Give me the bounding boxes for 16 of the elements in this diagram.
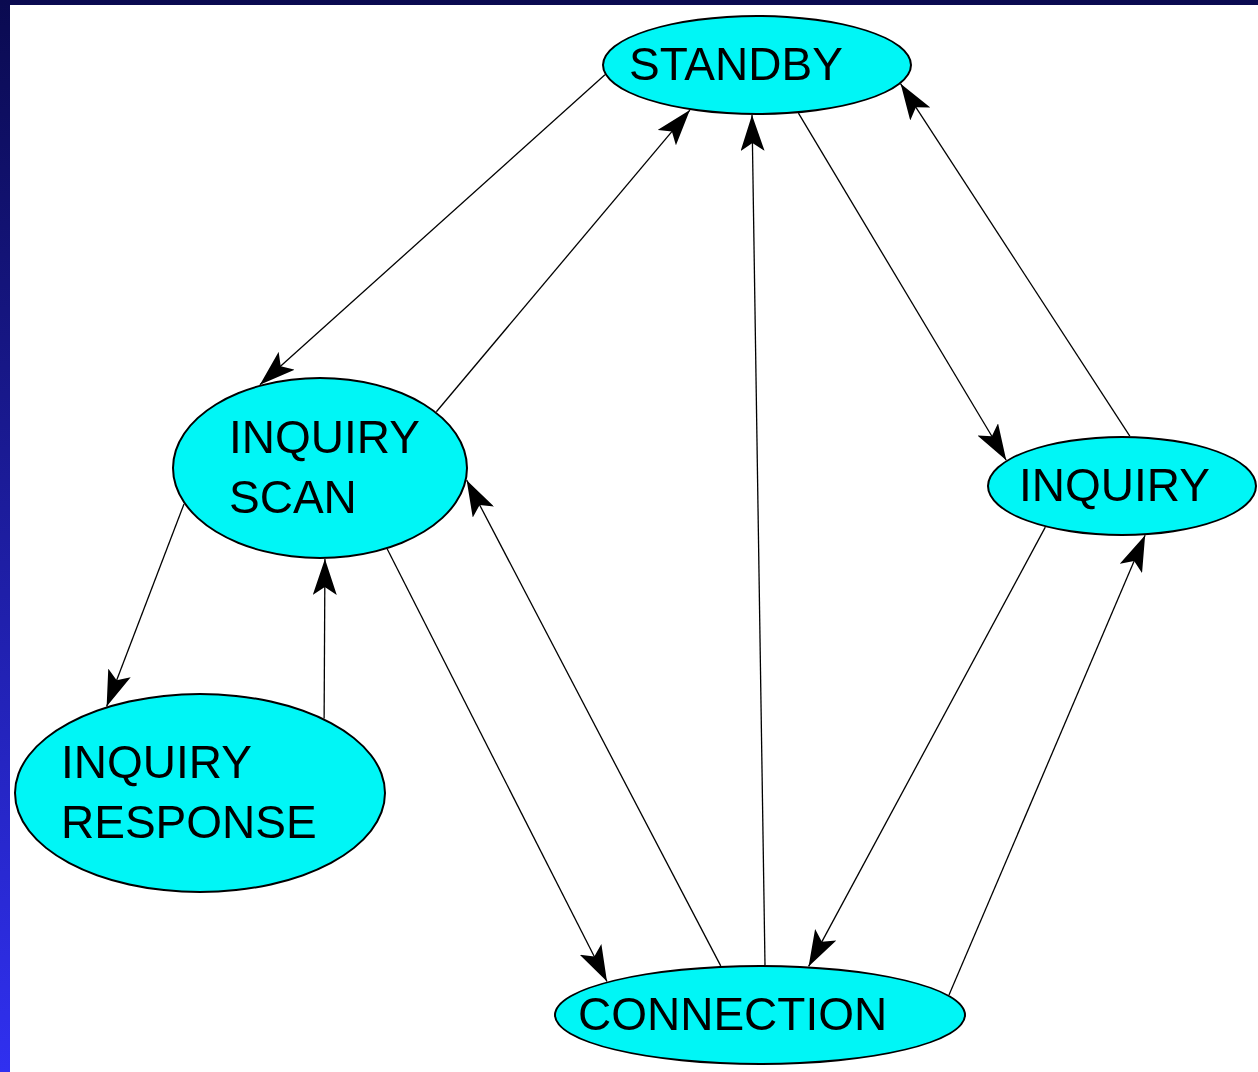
arrow: [105, 503, 185, 708]
arrow: [435, 109, 691, 413]
arrow: [259, 74, 606, 386]
arrow: [740, 114, 766, 966]
state-label: CONNECTION: [578, 987, 889, 1043]
state-label: STANDBY: [629, 37, 844, 93]
state-label: INQUIRY RESPONSE: [61, 735, 318, 850]
arrow: [797, 112, 1007, 461]
state-label: INQUIRY: [1019, 458, 1211, 514]
arrow: [386, 548, 608, 983]
arrow: [466, 479, 722, 967]
arrow: [948, 534, 1146, 996]
state-label: INQUIRY SCAN: [229, 410, 421, 525]
arrow: [312, 558, 337, 720]
arrow: [900, 83, 1131, 437]
arrow: [807, 526, 1046, 968]
